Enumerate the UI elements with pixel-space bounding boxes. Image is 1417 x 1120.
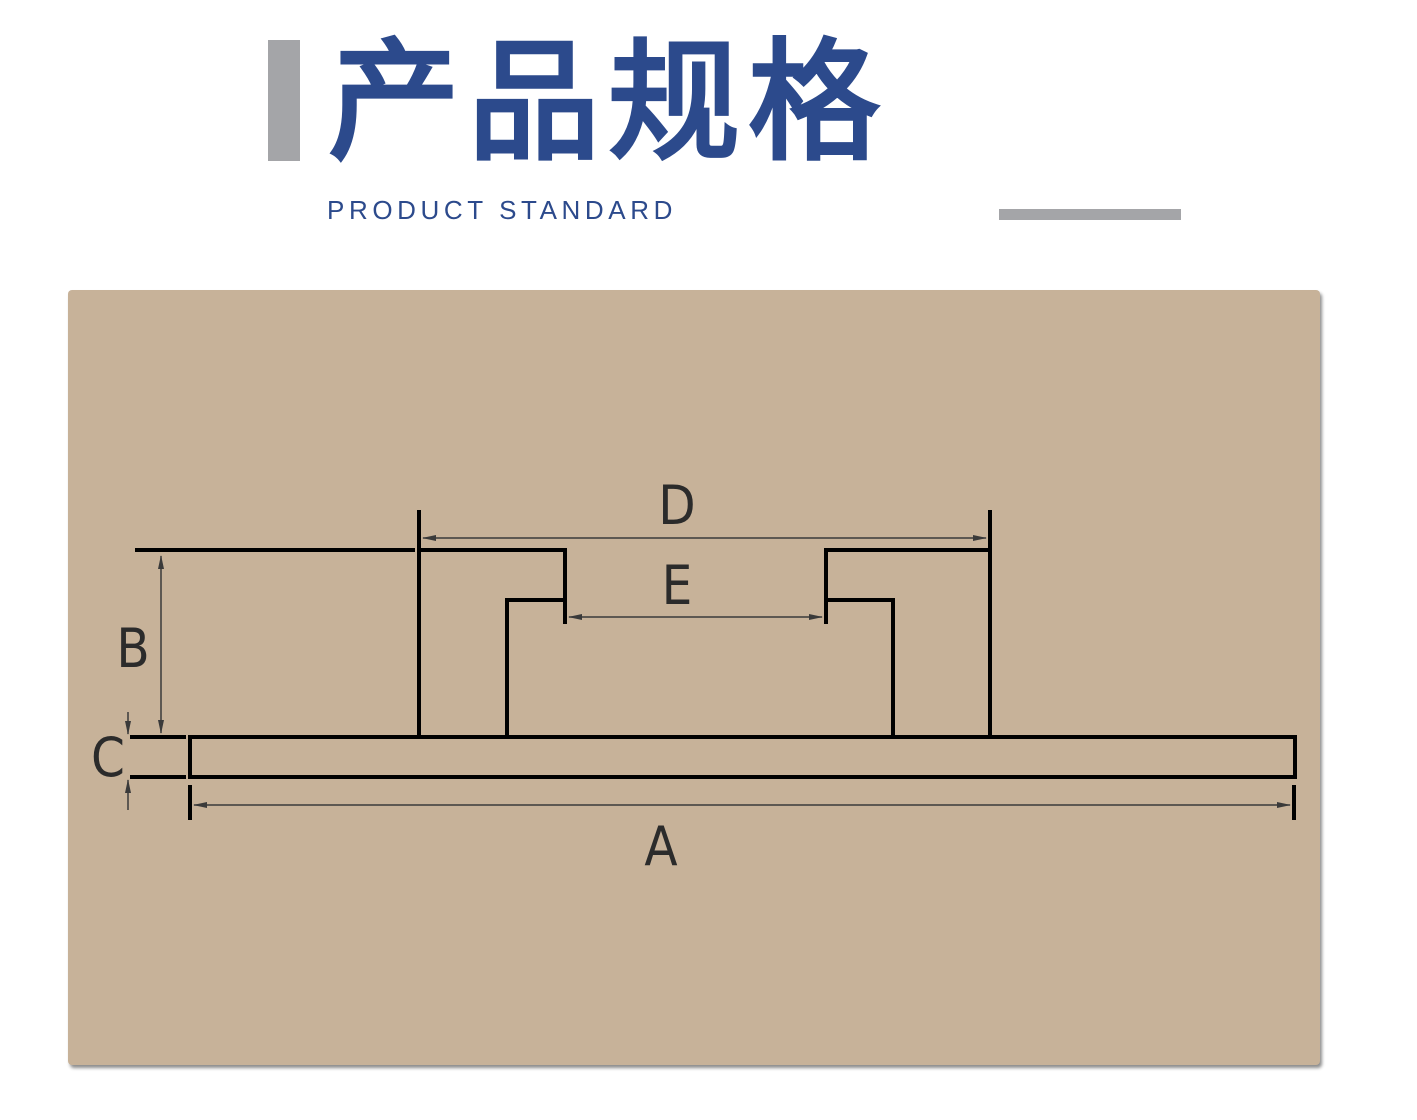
d-label: D (658, 474, 695, 537)
subtitle-accent-line (999, 209, 1181, 220)
dimension-diagram-panel: D E B C A (68, 290, 1320, 1065)
base-plate-outline (188, 735, 1297, 779)
e-label: E (662, 554, 693, 617)
right-rail-profile (824, 548, 992, 737)
a-label: A (644, 815, 677, 878)
b-label: B (116, 617, 149, 680)
page-title: 产品规格 (328, 26, 888, 180)
page-subtitle: PRODUCT STANDARD (327, 195, 677, 225)
left-rail-profile (417, 548, 567, 737)
title-accent-bar (268, 40, 300, 161)
dimension-diagram: D E B C A (91, 474, 1297, 878)
c-label: C (91, 726, 125, 789)
